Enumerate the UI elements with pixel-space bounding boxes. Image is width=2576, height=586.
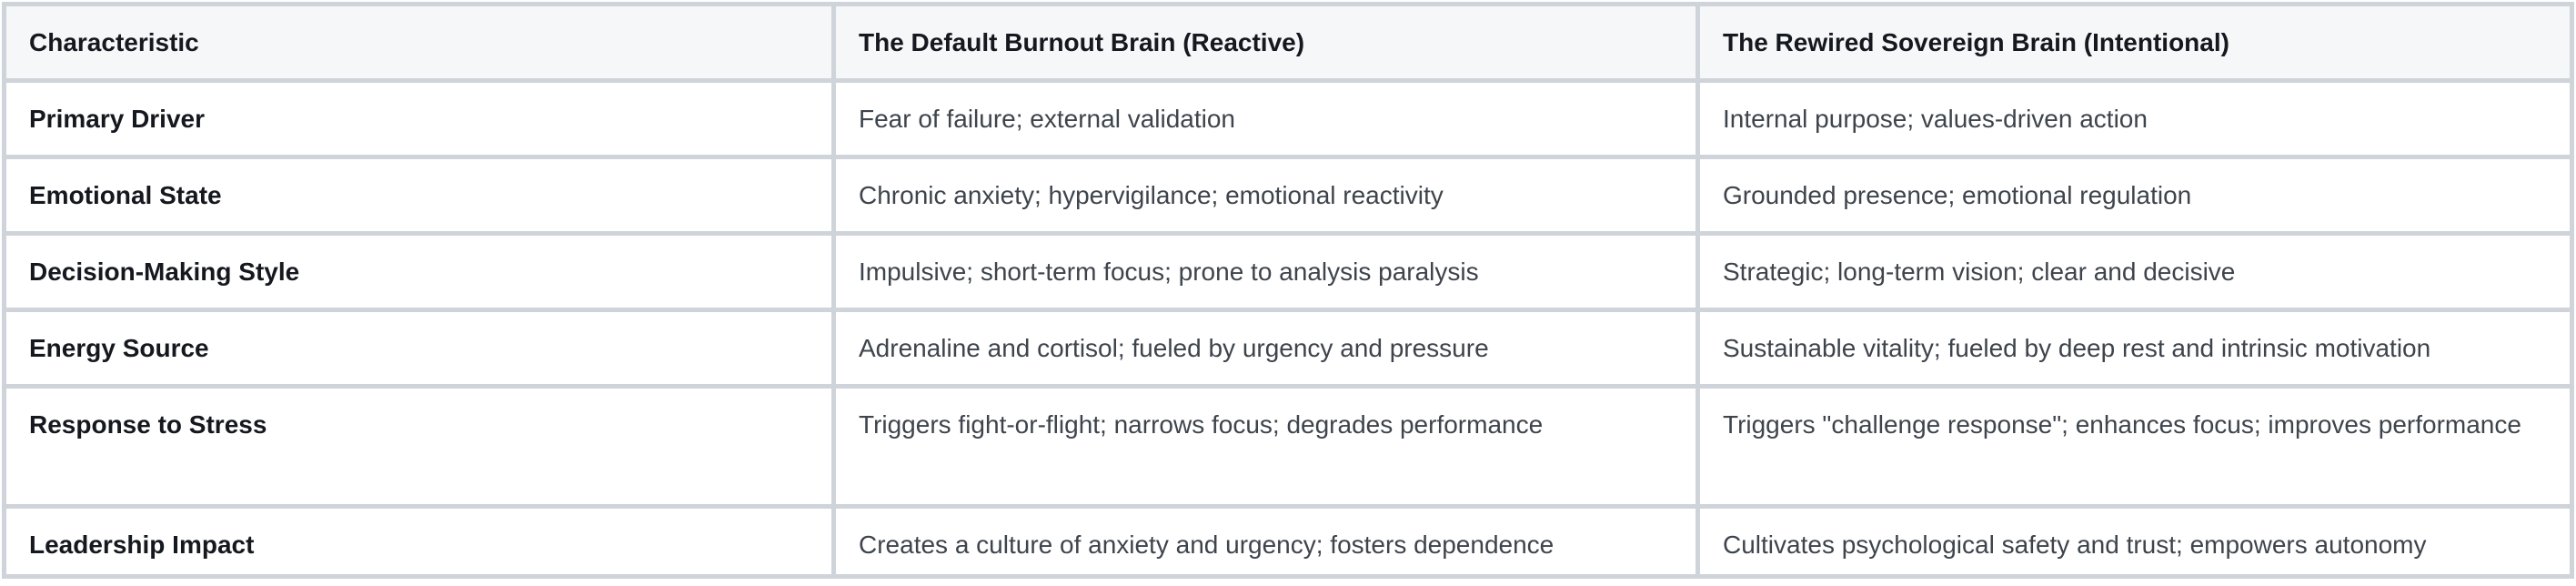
cell-burnout-decision-making-style: Impulsive; short-term focus; prone to an… <box>836 236 1696 308</box>
row-label-leadership-impact: Leadership Impact <box>6 509 831 574</box>
cell-burnout-response-to-stress: Triggers fight-or-flight; narrows focus;… <box>836 389 1696 504</box>
row-label-primary-driver: Primary Driver <box>6 83 831 155</box>
row-label-decision-making-style: Decision-Making Style <box>6 236 831 308</box>
cell-sovereign-primary-driver: Internal purpose; values-driven action <box>1700 83 2570 155</box>
cell-sovereign-decision-making-style: Strategic; long-term vision; clear and d… <box>1700 236 2570 308</box>
cell-burnout-energy-source: Adrenaline and cortisol; fueled by urgen… <box>836 312 1696 384</box>
cell-burnout-emotional-state: Chronic anxiety; hypervigilance; emotion… <box>836 159 1696 231</box>
row-label-emotional-state: Emotional State <box>6 159 831 231</box>
column-header-burnout-brain: The Default Burnout Brain (Reactive) <box>836 6 1696 78</box>
column-header-characteristic: Characteristic <box>6 6 831 78</box>
cell-sovereign-leadership-impact: Cultivates psychological safety and trus… <box>1700 509 2570 574</box>
cell-burnout-primary-driver: Fear of failure; external validation <box>836 83 1696 155</box>
cell-sovereign-emotional-state: Grounded presence; emotional regulation <box>1700 159 2570 231</box>
row-label-energy-source: Energy Source <box>6 312 831 384</box>
column-header-sovereign-brain: The Rewired Sovereign Brain (Intentional… <box>1700 6 2570 78</box>
row-label-response-to-stress: Response to Stress <box>6 389 831 504</box>
cell-sovereign-energy-source: Sustainable vitality; fueled by deep res… <box>1700 312 2570 384</box>
cell-sovereign-response-to-stress: Triggers "challenge response"; enhances … <box>1700 389 2570 504</box>
cell-burnout-leadership-impact: Creates a culture of anxiety and urgency… <box>836 509 1696 574</box>
